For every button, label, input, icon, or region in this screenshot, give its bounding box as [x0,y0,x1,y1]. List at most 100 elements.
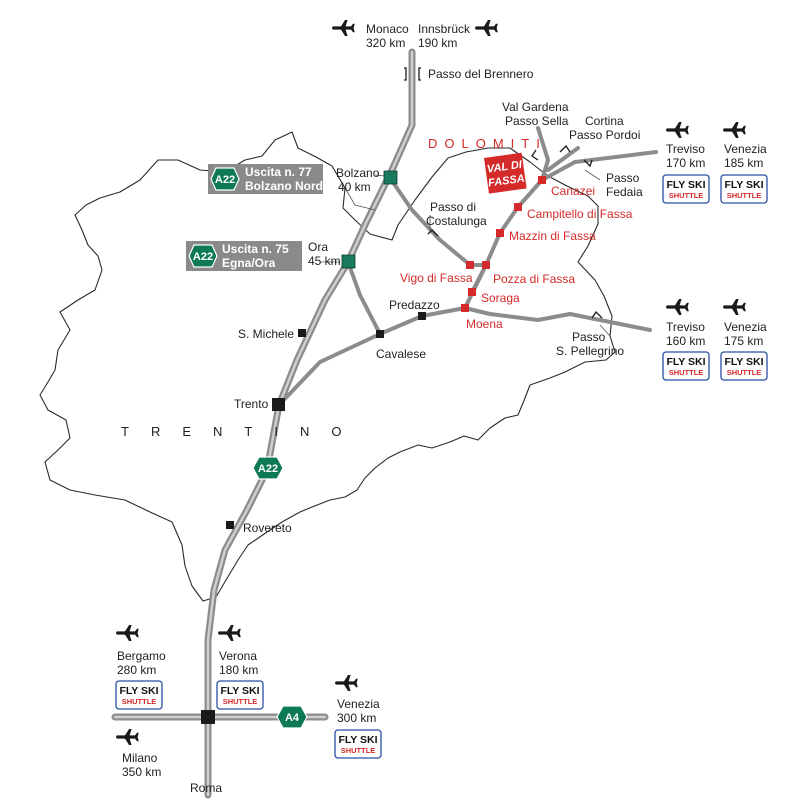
exit-name-bolzano-nord: Bolzano Nord [245,179,323,193]
pass-labels: Passo del Brennero Val Gardena Passo Sel… [426,67,643,358]
airport-treviso-s-dist: 160 km [666,334,705,348]
shuttle-label: SHUTTLE [223,697,258,706]
plane-icon-bergamo [116,625,139,641]
plane-icon-venezia-a4 [335,675,358,691]
pass-costalunga-2: Costalunga [426,214,487,228]
exit-box-bolzano-nord: A22 Uscita n. 77 Bolzano Nord [208,164,323,194]
fassa-canazei: Canazei [551,184,595,198]
fly-ski-label: FLY SKI [666,179,705,191]
fly-ski-badge: FLY SKI SHUTTLE [662,174,710,204]
fly-ski-label: FLY SKI [119,685,158,697]
shuttle-label: SHUTTLE [669,368,704,377]
exit-number-75: Uscita n. 75 [222,242,289,256]
shuttle-label: SHUTTLE [122,697,157,706]
val-di-fassa-logo: VAL DI FASSA [484,152,527,194]
fly-ski-badges: FLY SKI SHUTTLE FLY SKI SHUTTLE FLY SKI … [115,174,768,759]
fassa-vigo: Vigo di Fassa [400,271,473,285]
exit-box-egna-ora: A22 Uscita n. 75 Egna/Ora [186,241,302,271]
marker-soraga [468,288,476,296]
marker-moena [461,304,469,312]
airport-venezia-n-dist: 185 km [724,156,763,170]
fassa-moena: Moena [466,317,503,331]
plane-icon-milano [116,729,139,745]
fassa-soraga: Soraga [481,291,520,305]
airport-innsbruck-dist: 190 km [418,36,457,50]
exit-badge-a22: A22 [215,174,235,186]
pass-costalunga-1: Passo di [430,200,476,214]
airport-venezia-s-name: Venezia [724,320,767,334]
fly-ski-badge: FLY SKI SHUTTLE [216,680,264,710]
fly-ski-badge: FLY SKI SHUTTLE [115,680,163,710]
fly-ski-badge: FLY SKI SHUTTLE [334,729,382,759]
region-dolomiti: DOLOMITI [428,136,547,151]
leader-lines [320,169,611,337]
pass-fedaia-2: Fedaia [606,185,643,199]
pass-pellegrino-1: Passo [572,330,606,344]
airport-treviso-s-name: Treviso [666,320,705,334]
marker-vigo [466,261,474,269]
airport-labels: Monaco 320 km Innsbrück 190 km Treviso 1… [117,22,767,725]
town-roma: Roma [190,781,222,795]
pass-pellegrino-2: S. Pellegrino [556,344,624,358]
town-predazzo: Predazzo [389,298,440,312]
junction-trento [272,398,285,411]
airport-venezia-s-dist: 175 km [724,334,763,348]
airport-venezia-a4-name: Venezia [337,697,380,711]
svg-text:A22: A22 [258,463,278,475]
town-milano-dist: 350 km [122,765,161,779]
fassa-campitello: Campitello di Fassa [527,207,633,221]
plane-icon-innsbruck [475,20,498,36]
trentino-border [39,131,616,602]
marker-campitello [514,203,522,211]
airport-venezia-n-name: Venezia [724,142,767,156]
town-trento: Trento [234,397,269,411]
town-marker-s-michele [298,329,306,337]
town-bolzano-name: Bolzano [336,166,380,180]
shuttle-label: SHUTTLE [669,191,704,200]
town-marker-rovereto [226,521,234,529]
svg-text:VAL DI: VAL DI [486,159,523,176]
exit-number-77: Uscita n. 77 [245,165,312,179]
town-bolzano-dist: 40 km [338,180,371,194]
junction-verona [201,710,215,724]
shuttle-label: SHUTTLE [341,746,376,755]
svg-text:FASSA: FASSA [487,173,525,190]
pass-pordoi: Passo Pordoi [569,128,640,142]
fly-ski-label: FLY SKI [220,685,259,697]
plane-icon-treviso-s [666,299,689,315]
pass-markers [404,67,603,319]
fassa-labels: Canazei Campitello di Fassa Mazzin di Fa… [400,184,633,331]
shuttle-label: SHUTTLE [727,368,762,377]
plane-icon-venezia-s [723,299,746,315]
town-labels: Bolzano 40 km Ora 45 km S. Michele Caval… [122,166,440,795]
airport-monaco-name: Monaco [366,22,409,36]
fassa-markers [461,176,546,312]
town-ora-dist: 45 km [308,254,341,268]
region-trentino: TRENTINO [121,424,363,439]
pass-sella: Passo Sella [505,114,569,128]
fly-ski-label: FLY SKI [724,356,763,368]
exit-name-egna-ora: Egna/Ora [222,256,276,270]
town-ora-name: Ora [308,240,328,254]
marker-canazei [538,176,546,184]
fly-ski-label: FLY SKI [338,734,377,746]
plane-icon-venezia-n [723,122,746,138]
exit-badge-a22: A22 [193,251,213,263]
fly-ski-badge: FLY SKI SHUTTLE [720,174,768,204]
town-rovereto: Rovereto [243,521,292,535]
town-marker-predazzo [418,312,426,320]
town-markers [226,312,426,529]
town-marker-cavalese [376,330,384,338]
plane-icon-treviso-n [666,122,689,138]
junction-markers [201,170,398,724]
junction-ora [341,254,356,269]
town-cavalese: Cavalese [376,347,426,361]
airport-treviso-n-name: Treviso [666,142,705,156]
airport-verona-dist: 180 km [219,663,258,677]
junction-bolzano [383,170,398,185]
marker-pozza [482,261,490,269]
highway-shield-a22: A22 [252,456,284,480]
fly-ski-label: FLY SKI [666,356,705,368]
svg-text:A4: A4 [285,712,300,724]
